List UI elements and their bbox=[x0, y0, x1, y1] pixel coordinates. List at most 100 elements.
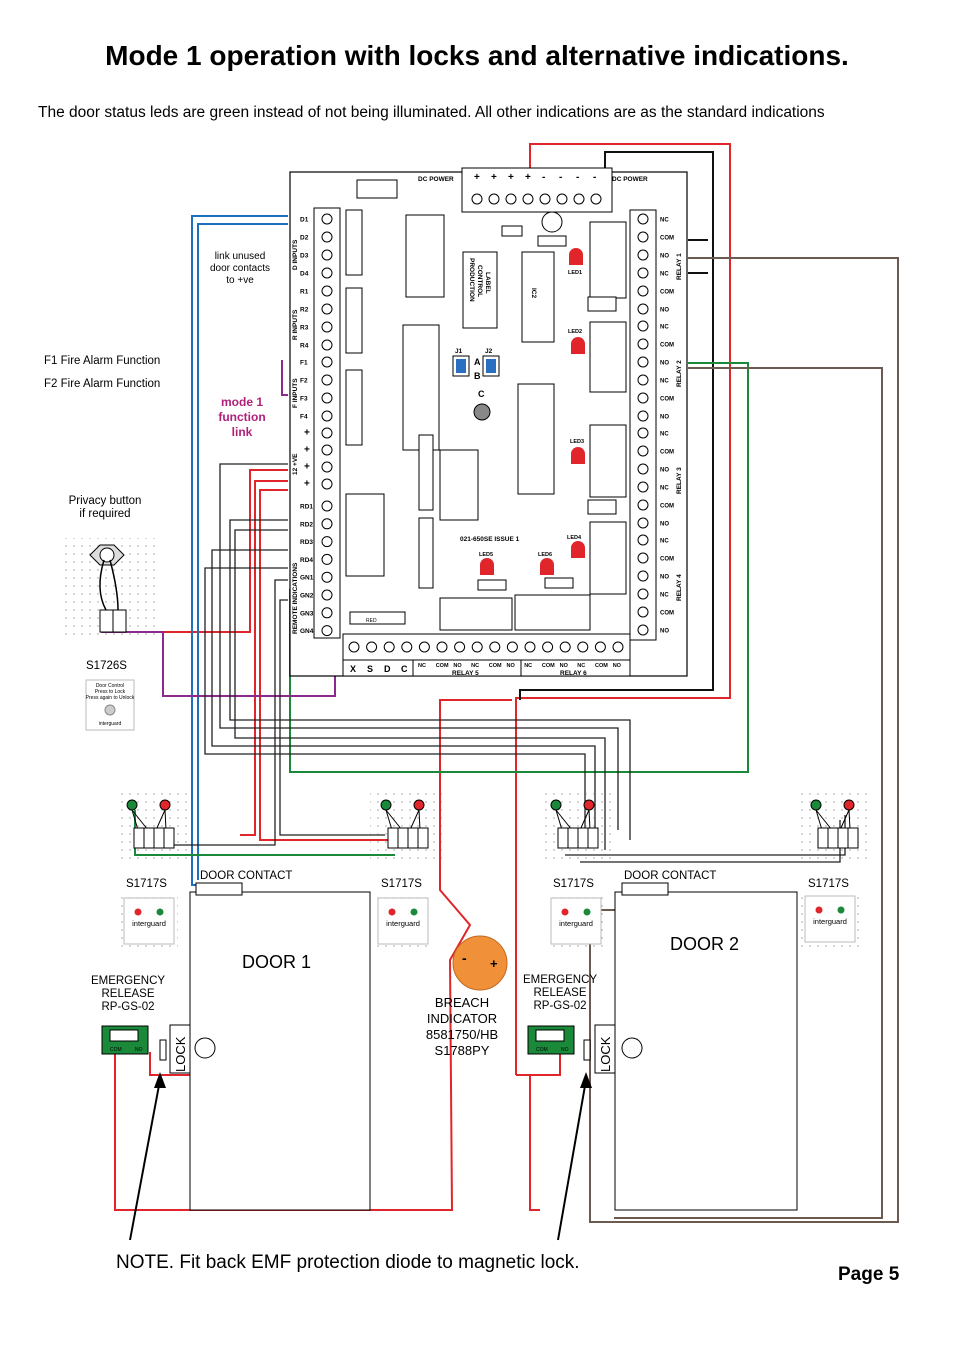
terminal-label: RD3 bbox=[300, 539, 313, 546]
emergency-1-com: COM bbox=[110, 1047, 122, 1053]
terminal-label: F1 bbox=[300, 360, 308, 367]
terminal-label: D2 bbox=[300, 235, 309, 242]
board-led-label: LED4 bbox=[567, 535, 582, 541]
relay-terminal bbox=[637, 410, 649, 422]
terminal-screw bbox=[321, 589, 333, 601]
s1717s-label: S1717S bbox=[553, 878, 594, 890]
terminal-screw bbox=[321, 478, 333, 490]
power-sign: - bbox=[593, 172, 596, 183]
wire-red-door2 bbox=[516, 1074, 540, 1211]
terminal-label: + bbox=[304, 445, 310, 456]
relay-terminal bbox=[637, 445, 649, 457]
relay-term-label: NO bbox=[660, 254, 669, 260]
bottom-term-label: NC bbox=[524, 663, 532, 669]
production-label-3: LABEL bbox=[484, 272, 491, 294]
emergency-2-line2: RELEASE bbox=[533, 987, 586, 999]
wire-red-ri1 bbox=[240, 480, 288, 836]
xsdc-label: S bbox=[367, 664, 373, 674]
plate-green-led bbox=[583, 908, 591, 916]
bottom-terminal bbox=[366, 641, 378, 653]
relay-terminal bbox=[637, 356, 649, 368]
signal-wires bbox=[160, 463, 846, 863]
link-unused-2: door contacts bbox=[210, 263, 270, 274]
note-text: NOTE. Fit back EMF protection diode to m… bbox=[116, 1252, 580, 1273]
terminal-screw bbox=[321, 285, 333, 297]
power-sign: + bbox=[508, 172, 514, 183]
terminal-screw bbox=[321, 518, 333, 530]
wires bbox=[101, 143, 899, 1223]
bottom-terminal bbox=[454, 641, 466, 653]
relay-terminal bbox=[637, 606, 649, 618]
bottom-terminal bbox=[506, 641, 518, 653]
plate-green-led bbox=[410, 908, 418, 916]
relay-term-label: NO bbox=[660, 308, 669, 314]
red-text: RED bbox=[366, 618, 377, 624]
bottom-terminal bbox=[559, 641, 571, 653]
power-terminal bbox=[573, 193, 585, 205]
power-terminal bbox=[556, 193, 568, 205]
relay-term-label: NC bbox=[660, 593, 669, 599]
f1-label: F1 Fire Alarm Function bbox=[44, 355, 160, 367]
power-sign: - bbox=[542, 172, 545, 183]
wire-red-lock1 bbox=[149, 1052, 190, 1076]
bottom-terminal bbox=[594, 641, 606, 653]
power-terminal bbox=[590, 193, 602, 205]
board-components bbox=[345, 209, 627, 631]
relay-terminal bbox=[637, 320, 649, 332]
green-led bbox=[126, 799, 138, 811]
s1717s-label: S1717S bbox=[808, 878, 849, 890]
ve-title: 12 +VE bbox=[292, 453, 299, 475]
door-2-label: DOOR 2 bbox=[670, 934, 739, 954]
relay-label: RELAY 4 bbox=[676, 574, 683, 601]
terminal-label: GN3 bbox=[300, 610, 314, 617]
relay-terminal bbox=[637, 552, 649, 564]
terminal-screw bbox=[321, 571, 333, 583]
breach-line4: S1788PY bbox=[435, 1043, 490, 1058]
board-led-label: LED2 bbox=[568, 329, 582, 335]
power-terminal bbox=[488, 193, 500, 205]
ic2-label: IC2 bbox=[530, 288, 537, 299]
link-unused-1: link unused bbox=[215, 251, 266, 262]
bottom-terminal bbox=[401, 641, 413, 653]
door-1: DOOR CONTACT DOOR 1 LOCK bbox=[159, 870, 371, 1211]
f-inputs-title: F INPUTS bbox=[292, 378, 299, 408]
terminal-screw bbox=[321, 427, 333, 439]
terminal-label: R4 bbox=[300, 343, 309, 350]
door-control-2: Press to Lock bbox=[95, 689, 126, 695]
relay-term-label: NC bbox=[660, 539, 669, 545]
terminal-label: F3 bbox=[300, 396, 308, 403]
door-contact-2-label: DOOR CONTACT bbox=[624, 870, 716, 882]
bottom-terminal bbox=[542, 641, 554, 653]
terminal-label: GN2 bbox=[300, 593, 314, 600]
terminal-label: D3 bbox=[300, 253, 309, 260]
j1-label: J1 bbox=[455, 348, 463, 355]
power-terminals: ++++---- bbox=[471, 172, 602, 205]
note-arrow-2 bbox=[557, 1079, 587, 1241]
terminal-screw bbox=[321, 213, 333, 225]
lock-2-label: LOCK bbox=[598, 1036, 613, 1072]
wire-black-power bbox=[519, 151, 714, 700]
relay-term-label: COM bbox=[660, 611, 674, 617]
terminal-screw bbox=[321, 392, 333, 404]
plate-brand: interguard bbox=[813, 917, 847, 926]
power-sign: + bbox=[491, 172, 497, 183]
plate-red-led bbox=[134, 908, 142, 916]
board-led bbox=[571, 447, 585, 464]
wire-blue-dc1b bbox=[197, 223, 288, 880]
bottom-term-label: NO bbox=[453, 663, 462, 669]
board-led-label: LED1 bbox=[568, 270, 582, 276]
red-led bbox=[843, 799, 855, 811]
plate-red-led bbox=[388, 908, 396, 916]
bottom-terminal bbox=[436, 641, 448, 653]
power-terminal bbox=[539, 193, 551, 205]
board-led bbox=[540, 558, 554, 575]
relay-term-label: COM bbox=[660, 504, 674, 510]
privacy-label-1: Privacy button bbox=[69, 495, 142, 507]
lock-1-label: LOCK bbox=[173, 1036, 188, 1072]
xsdc-label: C bbox=[401, 664, 408, 674]
door-control-3: Press again to Unlock bbox=[86, 695, 135, 701]
s1726s-label: S1726S bbox=[86, 660, 127, 672]
link-unused-3: to +ve bbox=[226, 275, 254, 286]
